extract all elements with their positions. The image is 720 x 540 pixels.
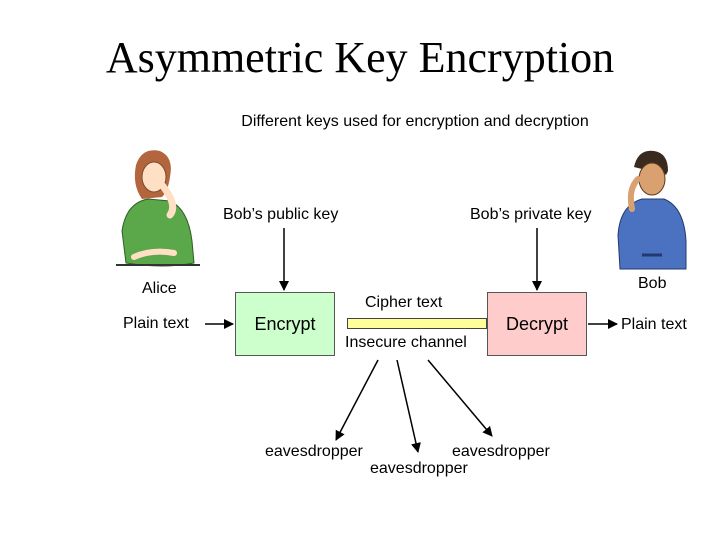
eavesdropper-label-right: eavesdropper xyxy=(452,443,550,460)
decrypt-box: Decrypt xyxy=(487,292,587,356)
eavesdrop-arrow-left xyxy=(335,359,379,441)
encrypt-box: Encrypt xyxy=(235,292,335,356)
ciphertext-label: Cipher text xyxy=(365,294,443,311)
insecure-channel-label: Insecure channel xyxy=(345,334,467,351)
page-title: Asymmetric Key Encryption xyxy=(105,33,615,82)
bob-figure-icon xyxy=(617,150,687,270)
eavesdropper-label-left: eavesdropper xyxy=(265,443,363,460)
eavesdrop-arrow-center xyxy=(396,359,421,453)
insecure-channel-bar xyxy=(347,318,487,329)
subtitle: Different keys used for encryption and d… xyxy=(241,113,589,130)
plaintext-out-label: Plain text xyxy=(621,316,687,333)
private-key-label: Bob’s private key xyxy=(470,206,592,223)
alice-figure-icon xyxy=(116,150,200,267)
eavesdropper-label-center: eavesdropper xyxy=(370,460,468,477)
bob-label: Bob xyxy=(638,275,667,292)
plaintext-in-label: Plain text xyxy=(123,315,189,332)
eavesdrop-arrow-right xyxy=(427,359,493,437)
alice-label: Alice xyxy=(142,280,177,297)
public-key-label: Bob’s public key xyxy=(223,206,339,223)
